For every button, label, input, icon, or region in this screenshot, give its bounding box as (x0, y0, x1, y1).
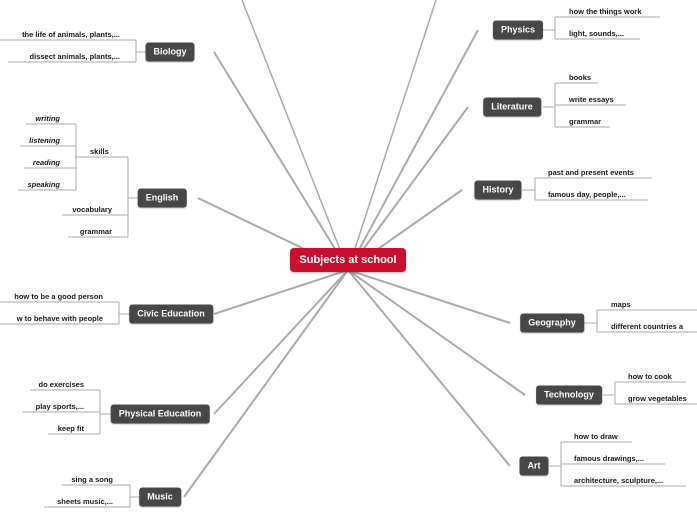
leaf-history-famous[interactable]: famous day, people,... (548, 190, 626, 199)
leaf-biology-dissect[interactable]: dissect animals, plants,... (29, 52, 120, 61)
branch-physical-education[interactable]: Physical Education (110, 404, 210, 424)
branch-physics[interactable]: Physics (492, 20, 544, 40)
trunk-music (183, 269, 349, 498)
branch-geography[interactable]: Geography (520, 313, 584, 333)
trunk-physics (347, 29, 479, 271)
leaf-literature-grammar[interactable]: grammar (569, 117, 602, 126)
leaf-english-grammar[interactable]: grammar (79, 227, 112, 236)
trunk-literature (347, 106, 469, 271)
branch-history[interactable]: History (474, 180, 522, 200)
leaf-art-architecture[interactable]: architecture, sculpture,... (574, 476, 664, 485)
leaf-english-vocabulary[interactable]: vocabulary (72, 205, 112, 214)
branch-art[interactable]: Art (519, 456, 549, 476)
leaf-physics-light-sounds[interactable]: light, sounds,... (569, 29, 624, 38)
leaf-technology-vegetables[interactable]: grow vegetables (628, 394, 687, 403)
leaf-technology-cook[interactable]: how to cook (628, 372, 672, 381)
leaf-civic-good-person[interactable]: how to be a good person (14, 292, 103, 301)
leaf-skill-listening[interactable]: listening (29, 136, 60, 145)
trunk-offscreen-right (347, 0, 437, 271)
leaf-music-sing[interactable]: sing a song (71, 475, 113, 484)
trunk-pe (213, 269, 349, 415)
trunk-technology (347, 269, 526, 396)
leaf-geography-maps[interactable]: maps (611, 300, 631, 309)
branch-technology[interactable]: Technology (536, 385, 602, 405)
trunk-civic (213, 269, 349, 315)
leaf-english-skills[interactable]: skills (90, 147, 109, 156)
leaf-geography-countries[interactable]: different countries a (611, 322, 684, 331)
leaf-skill-reading[interactable]: reading (32, 158, 60, 167)
leaf-pe-keep-fit[interactable]: keep fit (57, 424, 84, 433)
leaf-music-sheets[interactable]: sheets music,... (57, 497, 113, 506)
leaf-pe-sports[interactable]: play sports,... (35, 402, 84, 411)
branch-biology[interactable]: Biology (145, 42, 195, 62)
leaf-art-famous[interactable]: famous drawings,... (574, 454, 645, 463)
leaf-art-draw[interactable]: how to draw (574, 432, 618, 441)
trunk-geography (347, 269, 511, 324)
central-topic[interactable]: Subjects at school (290, 248, 406, 272)
leaf-literature-books[interactable]: books (569, 73, 592, 82)
branch-english[interactable]: English (137, 188, 187, 208)
branch-literature[interactable]: Literature (483, 97, 541, 117)
branch-civic-education[interactable]: Civic Education (129, 304, 213, 324)
leaf-literature-essays[interactable]: write essays (569, 95, 614, 104)
trunk-art (347, 269, 511, 467)
trunk-biology (213, 51, 349, 271)
leaf-physics-things-work[interactable]: how the things work (569, 7, 642, 16)
leaf-skill-speaking[interactable]: speaking (27, 180, 60, 189)
leaf-biology-life[interactable]: the life of animals, plants,... (22, 30, 120, 39)
leaf-pe-exercises[interactable]: do exercises (38, 380, 84, 389)
leaf-civic-behave[interactable]: w to behave with people (16, 314, 103, 323)
branch-music[interactable]: Music (139, 487, 181, 507)
leaf-skill-writing[interactable]: writing (35, 114, 60, 123)
trunk-offscreen-left (241, 0, 349, 271)
leaf-history-events[interactable]: past and present events (548, 168, 634, 177)
